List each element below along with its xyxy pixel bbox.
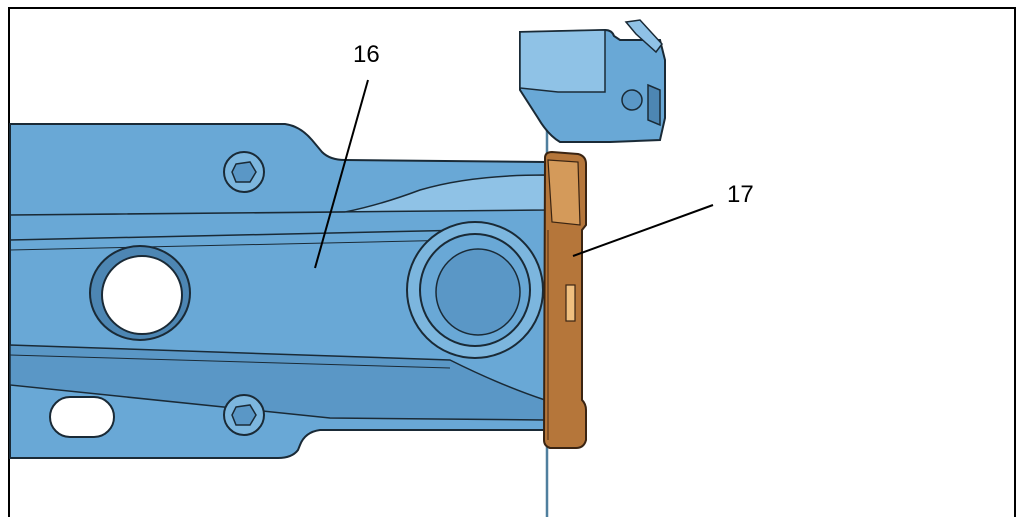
callout-17: 17: [727, 181, 754, 208]
leader-line-16: [314, 79, 369, 269]
bolt-lower: [223, 394, 265, 436]
callout-16: 16: [353, 41, 380, 68]
arm-slot: [49, 396, 115, 438]
bracket-part-17: [542, 150, 587, 449]
cable-connector: [519, 19, 666, 143]
leader-line-17: [572, 204, 714, 257]
arm-part-16: [9, 123, 550, 459]
bolt-upper: [223, 151, 265, 193]
